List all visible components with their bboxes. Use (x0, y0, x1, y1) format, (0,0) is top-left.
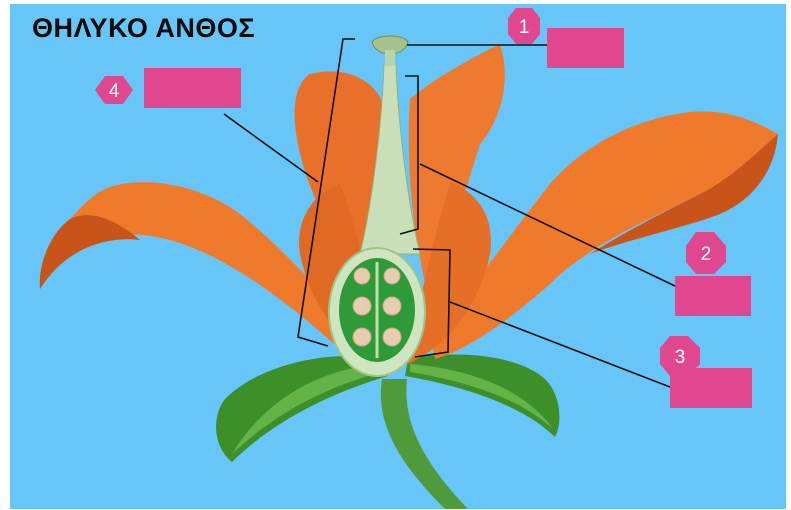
flower-stem (381, 379, 468, 509)
stigma-neck (385, 50, 395, 66)
label-1-group: 1 (508, 8, 624, 68)
label-2-group: 2 (675, 232, 751, 316)
flower-illustration: 1 4 2 3 (10, 4, 786, 509)
label-3-group: 3 (660, 336, 752, 408)
label-4-group: 4 (95, 68, 241, 108)
badge-2-number: 2 (701, 244, 712, 265)
badge-3-number: 3 (675, 347, 686, 368)
badge-4-number: 4 (109, 81, 120, 102)
answer-box-4[interactable] (144, 68, 241, 108)
diagram-canvas: ΘΗΛΥΚΟ ΑΝΘΟΣ (10, 4, 786, 509)
answer-box-1[interactable] (547, 28, 624, 68)
answer-box-3[interactable] (670, 368, 752, 408)
answer-box-2[interactable] (675, 276, 751, 316)
badge-1-number: 1 (519, 17, 530, 38)
